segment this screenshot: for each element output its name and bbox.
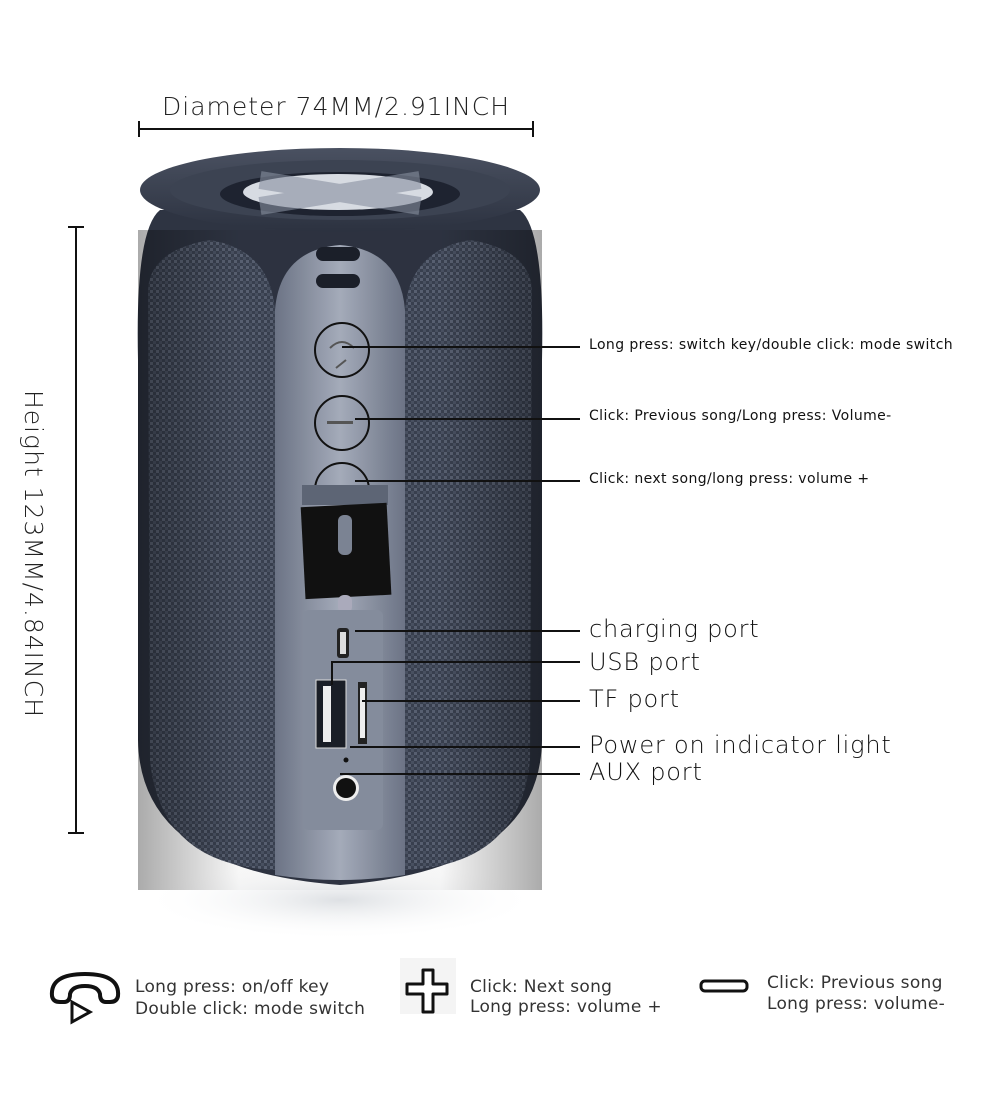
height-line: [75, 227, 77, 833]
callout-minus: Click: Previous song/Long press: Volume-: [589, 408, 892, 424]
callout-usb: USB port: [589, 648, 701, 676]
callout-line-power: [342, 346, 580, 348]
height-label: Height 123MM/4.84INCH: [19, 390, 48, 718]
legend-item-plus: Click: Next song Long press: volume +: [400, 958, 700, 1022]
legend-power-line2: Double click: mode switch: [135, 999, 366, 1019]
legend-plus-line1: Click: Next song: [470, 977, 613, 997]
minus-icon: [699, 979, 749, 993]
diameter-tick-right: [532, 121, 534, 137]
legend-power-line1: Long press: on/off key: [135, 977, 330, 997]
callout-line-minus: [355, 418, 580, 420]
callout-line-plus: [355, 480, 580, 482]
callout-tf: TF port: [589, 685, 680, 713]
plus-icon: [405, 968, 449, 1014]
callout-line-usb: [332, 661, 580, 663]
height-tick-top: [68, 226, 84, 228]
legend-minus-line1: Click: Previous song: [767, 973, 943, 993]
callout-line-usb-drop: [331, 661, 333, 685]
diameter-tick-left: [138, 121, 140, 137]
diameter-line: [138, 128, 534, 130]
phone-icon: [49, 971, 121, 1025]
callout-line-indicator: [350, 746, 580, 748]
legend-item-minus: Click: Previous song Long press: volume-: [698, 966, 988, 1026]
callout-charging: charging port: [589, 615, 760, 643]
legend-minus-line2: Long press: volume-: [767, 994, 946, 1014]
callout-aux: AUX port: [589, 758, 703, 786]
diameter-label: Diameter 74MM/2.91INCH: [162, 92, 511, 121]
callout-power: Long press: switch key/double click: mod…: [589, 337, 954, 353]
callout-line-aux: [340, 773, 580, 775]
callout-indicator: Power on indicator light: [589, 731, 892, 759]
callout-line-tf: [362, 700, 580, 702]
callout-line-charging: [355, 630, 580, 632]
callout-plus: Click: next song/long press: volume +: [589, 471, 870, 487]
speaker-illustration: [137, 148, 543, 940]
height-tick-bottom: [68, 832, 84, 834]
legend-item-power: Long press: on/off key Double click: mod…: [40, 966, 400, 1026]
legend-plus-line2: Long press: volume +: [470, 997, 662, 1017]
